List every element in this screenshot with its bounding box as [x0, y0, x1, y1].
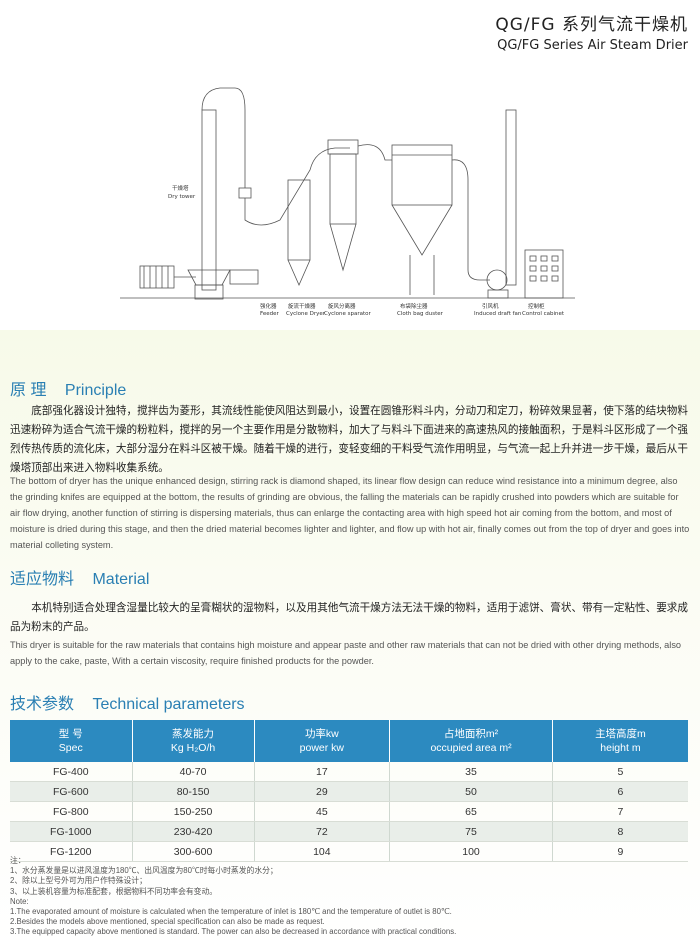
cyclone-dryer	[287, 179, 311, 261]
note-line: 注：	[10, 856, 26, 865]
title-en: QG/FG Series Air Steam Drier	[497, 38, 688, 53]
table-row: FG-1200 300-600 104 100 9	[10, 841, 688, 862]
table-row: FG-400 40-70 17 35 5	[10, 762, 688, 782]
separator-top	[327, 139, 359, 155]
cell-spec: FG-400	[10, 762, 133, 782]
cell-height: 7	[551, 801, 688, 822]
cell-spec: FG-800	[10, 801, 133, 822]
material-text-en: This dryer is suitable for the raw mater…	[10, 640, 682, 666]
cell-spec: FG-600	[10, 781, 133, 802]
note-line: Note:	[10, 896, 29, 906]
cell-power: 104	[253, 841, 390, 862]
principle-heading: 原 理 Principle	[10, 376, 126, 400]
material-title-cn: 适应物料	[10, 571, 75, 588]
cell-height: 9	[551, 841, 688, 862]
label-draft-fan-cn: 引风机	[482, 302, 499, 310]
cell-evaporation: 230-420	[131, 821, 255, 842]
cyclone-separator	[329, 153, 357, 225]
page-header: QG/FG 系列气流干燥机 QG/FG Series Air Steam Dri…	[495, 10, 688, 53]
principle-title-en: Principle	[64, 382, 127, 399]
label-draft-fan-en: Induced draft fan	[474, 311, 522, 317]
cell-height: 8	[551, 821, 688, 842]
label-dry-tower-cn: 干燥塔	[172, 184, 189, 192]
equipment-diagram: 干燥塔 Dry tower 强化器 Feeder 旋流干燥器 Cyclone D…	[120, 87, 575, 317]
cell-spec: FG-1200	[10, 841, 133, 862]
table-row: FG-600 80-150 29 50 6	[10, 781, 688, 802]
cell-area: 35	[389, 762, 553, 782]
material-text-cn: 本机特别适合处理含湿量比较大的呈膏糊状的湿物料，以及用其他气流干燥方法无法干燥的…	[10, 602, 688, 633]
cell-evaporation: 300-600	[131, 841, 255, 862]
note-line: 3、以上装机容量为标准配套，根据物料不同功率会有变动。	[10, 886, 218, 896]
cell-evaporation: 150-250	[131, 801, 255, 822]
note-line: 2、除以上型号外可为用户作特殊设计；	[10, 876, 147, 886]
feeder-hopper	[187, 269, 231, 286]
label-cyclone-dryer-en: Cyclone Dryer	[286, 311, 326, 317]
note-line: 3.The equipped capacity above mentioned …	[10, 927, 457, 937]
title-cn: QG/FG 系列气流干燥机	[495, 15, 688, 35]
principle-text-en: The bottom of dryer has the unique enhan…	[10, 476, 690, 550]
note-line: 1、水分蒸发量是以进风温度为180℃、出风温度为80℃时每小时蒸发的水分；	[10, 866, 278, 876]
chimney	[505, 109, 517, 286]
material-title-en: Material	[92, 571, 150, 588]
label-bag-duster-cn: 布袋除尘器	[400, 302, 428, 310]
control-cabinet	[524, 249, 564, 299]
label-cyclone-dryer-cn: 旋流干燥器	[288, 302, 316, 310]
cell-area: 50	[389, 781, 553, 802]
notes: 注： 1、水分蒸发量是以进风温度为180℃、出风温度为80℃时每小时蒸发的水分；…	[10, 856, 456, 938]
cell-area: 100	[389, 841, 553, 862]
dry-tower	[201, 109, 217, 291]
technical-title-en: Technical parameters	[92, 696, 245, 713]
label-feeder-en: Feeder	[260, 311, 280, 317]
feeder-motor	[229, 269, 259, 285]
cell-evaporation: 40-70	[131, 762, 255, 782]
cell-spec: FG-1000	[10, 821, 133, 842]
table-row: FG-1000 230-420 72 75 8	[10, 821, 688, 842]
label-dry-tower-en: Dry tower	[168, 194, 196, 200]
bag-duster-cone	[391, 204, 453, 256]
technical-title-cn: 技术参数	[10, 696, 75, 713]
label-bag-duster-en: Cloth bag duster	[397, 311, 444, 317]
principle-title-cn: 原 理	[10, 382, 47, 399]
cell-power: 72	[253, 821, 390, 842]
label-control-cabinet-cn: 控制柜	[528, 302, 545, 310]
tower-top-duct	[201, 87, 246, 188]
cell-height: 6	[551, 781, 688, 802]
table-row: FG-800 150-250 45 65 7	[10, 801, 688, 822]
cell-power: 17	[253, 762, 390, 782]
cell-power: 45	[253, 801, 390, 822]
label-separator-cn: 旋风分离器	[328, 302, 356, 310]
cell-power: 29	[253, 781, 390, 802]
bag-duster	[391, 144, 453, 206]
cell-height: 5	[551, 762, 688, 782]
label-separator-en: Cyclone sparator	[324, 311, 372, 317]
cell-area: 65	[389, 801, 553, 822]
label-feeder-cn: 强化器	[260, 302, 277, 310]
note-line: 2.Besides the models above mentioned, sp…	[10, 917, 325, 927]
connection-duct	[244, 147, 350, 226]
fan-duct	[451, 159, 490, 281]
technical-heading: 技术参数 Technical parameters	[10, 690, 245, 714]
note-line: 1.The evaporated amount of moisture is c…	[10, 907, 452, 917]
label-control-cabinet-en: Control cabinet	[522, 311, 565, 317]
heater	[139, 265, 175, 289]
principle-text-cn: 底部强化器设计独特，搅拌齿为菱形，其流线性能使风阻达到最小，设置在圆锥形料斗内，…	[10, 405, 688, 474]
material-heading: 适应物料 Material	[10, 565, 149, 589]
cell-area: 75	[389, 821, 553, 842]
cell-evaporation: 80-150	[131, 781, 255, 802]
